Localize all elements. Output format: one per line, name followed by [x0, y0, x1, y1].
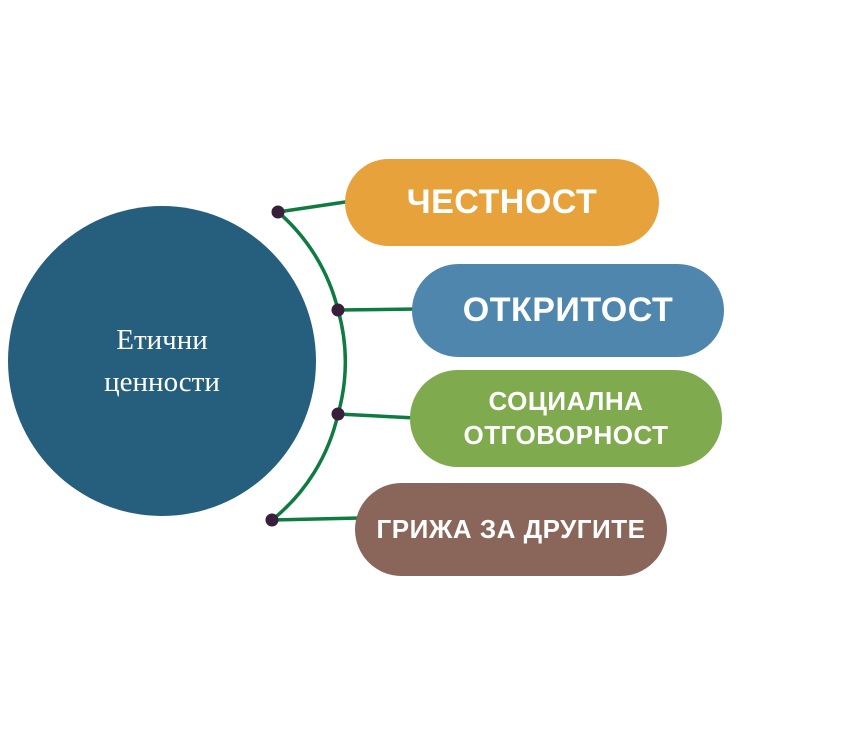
value-pill-honesty: ЧЕСТНОСТ [345, 159, 659, 246]
value-pill-care-for-others: ГРИЖА ЗА ДРУГИТЕ [355, 483, 667, 576]
connector-spoke-3 [337, 412, 417, 420]
center-circle-label-line1: Етични [116, 323, 208, 356]
connector-spoke-2 [337, 307, 419, 312]
connector-spoke-4 [271, 516, 361, 522]
connector-arc [270, 210, 348, 522]
value-pill-social-responsibility: СОЦИАЛНА ОТГОВОРНОСТ [410, 370, 722, 467]
connector-dot-2 [331, 303, 345, 317]
connector-spoke-1 [277, 199, 353, 214]
value-pill-social-responsibility-label: СОЦИАЛНА ОТГОВОРНОСТ [463, 385, 669, 450]
value-pill-openness-label: ОТКРИТОСТ [462, 291, 674, 329]
value-pill-honesty-label: ЧЕСТНОСТ [406, 183, 598, 221]
value-pill-care-for-others-label: ГРИЖА ЗА ДРУГИТЕ [376, 514, 646, 544]
value-pill-openness: ОТКРИТОСТ [412, 264, 724, 357]
center-circle: Етични ценности [8, 206, 316, 516]
center-circle-label-line2: ценности [104, 366, 220, 398]
connector-dot-4 [265, 513, 279, 527]
connector-dot-3 [331, 407, 345, 421]
connector-dot-1 [271, 205, 285, 219]
